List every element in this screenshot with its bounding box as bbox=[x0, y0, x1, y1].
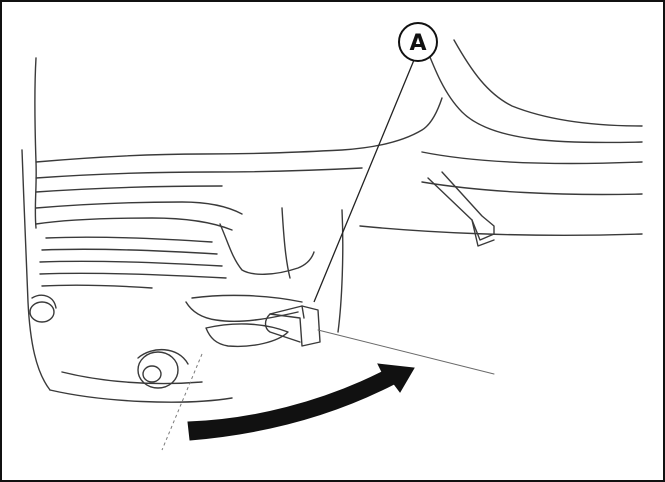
callout-a-leader-line bbox=[313, 59, 415, 303]
callout-a-label: A bbox=[409, 31, 426, 56]
callout-a: A bbox=[313, 22, 438, 303]
callout-a-circle bbox=[398, 22, 438, 62]
choke-linkage bbox=[29, 223, 321, 389]
upper-housing bbox=[359, 31, 643, 247]
engine-block bbox=[21, 57, 443, 403]
cooling-fins bbox=[39, 236, 227, 289]
rotation-arrow bbox=[187, 363, 415, 441]
reference-lines bbox=[161, 329, 495, 451]
